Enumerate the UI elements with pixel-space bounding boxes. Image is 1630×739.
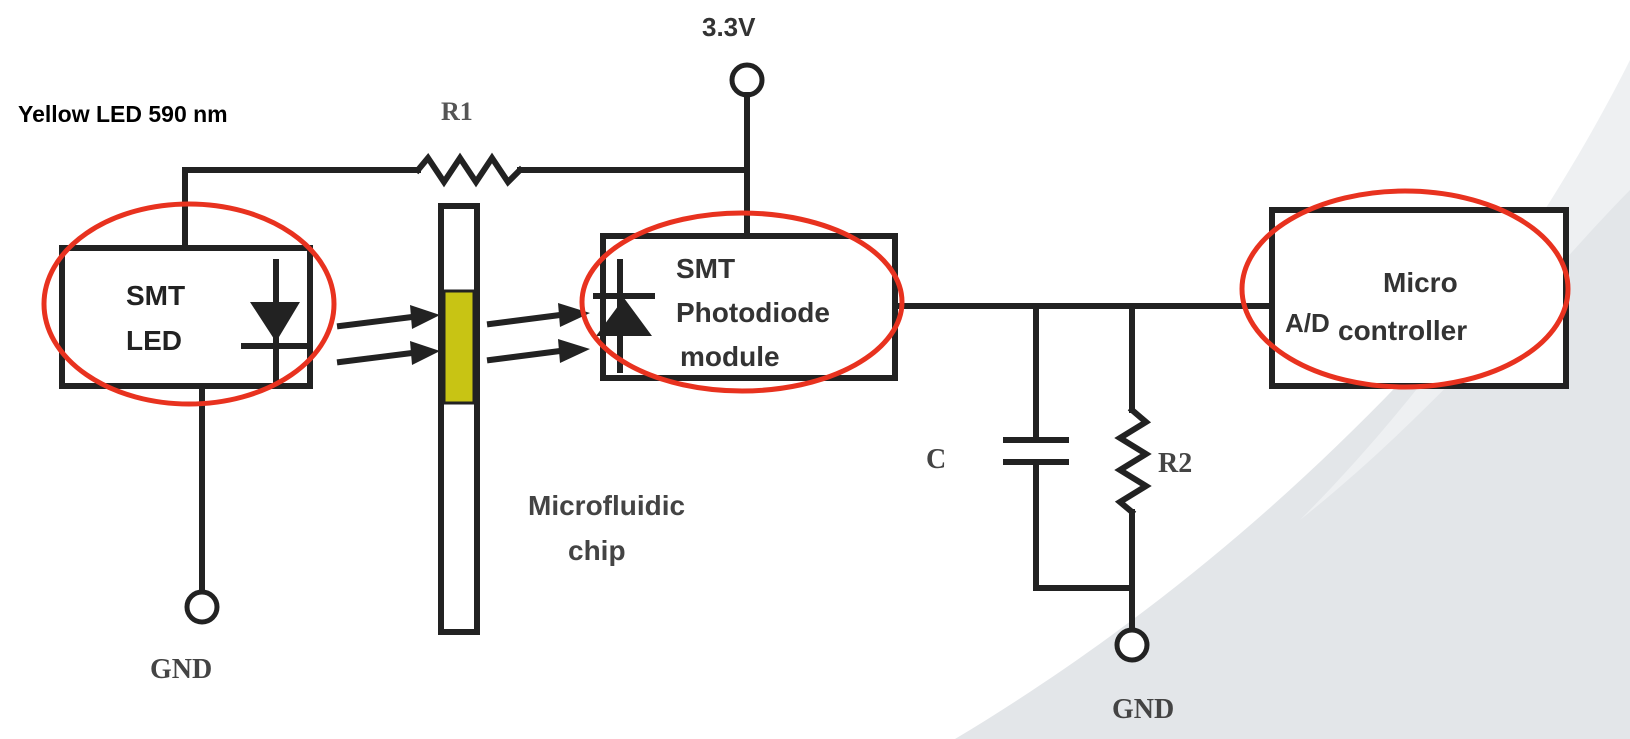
highlight-microcontroller	[1239, 188, 1571, 390]
supply-label: 3.3V	[702, 12, 756, 42]
r1-label: R1	[441, 97, 473, 126]
microcontroller-line1: Micro	[1383, 267, 1458, 298]
r2-label: R2	[1158, 448, 1192, 479]
capacitor-label: C	[926, 444, 946, 475]
adc-label: A/D	[1285, 308, 1330, 338]
ground-label-left: GND	[150, 654, 212, 685]
photodiode-module-box	[600, 233, 898, 381]
ground-label-right: GND	[1112, 694, 1174, 725]
right-ground-terminal	[1114, 627, 1150, 663]
photodiode-line3: module	[680, 341, 780, 372]
led-feed-wire	[182, 167, 421, 253]
supply-terminal	[729, 62, 765, 98]
background-swoosh	[955, 110, 1630, 739]
photodiode-line2: Photodiode	[676, 297, 830, 328]
photodiode-icon	[593, 259, 655, 373]
microfluidic-chip-body	[438, 203, 480, 635]
caption-text: Yellow LED 590 nm	[18, 101, 228, 127]
resistor-r1	[413, 152, 525, 188]
led-ground-terminal	[184, 589, 220, 625]
microcontroller-line2: controller	[1338, 315, 1467, 346]
highlight-led	[41, 201, 337, 407]
resistor-r2	[1114, 405, 1152, 517]
microfluidic-chip-sample	[442, 289, 476, 405]
light-arrows-out	[486, 303, 590, 364]
microcontroller-box	[1269, 207, 1569, 389]
led-module-line2: LED	[126, 325, 182, 356]
light-arrows-in	[336, 305, 440, 366]
photodiode-line1: SMT	[676, 253, 735, 284]
chip-label-line2: chip	[568, 535, 626, 566]
chip-label-line1: Microfluidic	[528, 490, 685, 521]
highlight-photodiode	[579, 210, 905, 394]
capacitor-c	[1003, 437, 1069, 465]
led-module-line1: SMT	[126, 280, 185, 311]
led-diode-icon	[241, 259, 309, 389]
